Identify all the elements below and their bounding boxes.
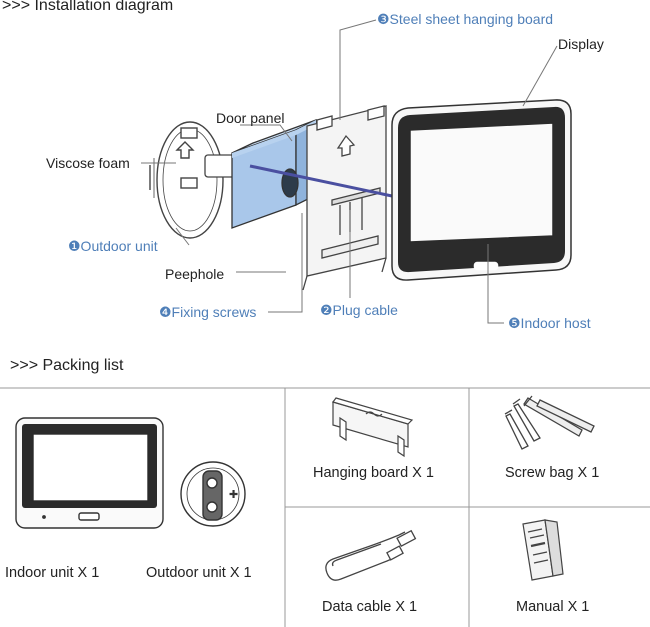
packing-manual-drawing	[522, 519, 564, 581]
item-manual: Manual X 1	[516, 599, 590, 615]
packing-grid	[0, 387, 650, 627]
label-door-panel: Door panel	[216, 110, 285, 126]
item-outdoor-unit: Outdoor unit X 1	[146, 565, 252, 581]
installation-header: >>> Installation diagram	[2, 0, 174, 14]
svg-text:✚: ✚	[229, 488, 238, 501]
label-viscose-foam: Viscose foam	[46, 155, 130, 171]
plug-cable-line	[249, 164, 393, 198]
item-data-cable: Data cable X 1	[322, 599, 418, 615]
packing-screw-bag-drawing	[504, 395, 595, 450]
outdoor-unit-drawing	[149, 121, 224, 239]
door-panel-drawing	[231, 118, 317, 229]
item-indoor-unit: Indoor unit X 1	[5, 565, 100, 581]
packing-header: >>> Packing list	[10, 357, 124, 374]
item-screw-bag: Screw bag X 1	[505, 465, 600, 481]
leader-lines	[141, 19, 558, 324]
item-hanging-board: Hanging board X 1	[313, 465, 434, 481]
label-outdoor-unit: ❶Outdoor unit	[68, 238, 158, 254]
label-display: Display	[558, 36, 604, 52]
hanging-board-drawing	[302, 105, 387, 291]
label-indoor-host: ❺Indoor host	[508, 315, 591, 331]
label-plug-cable: ❷Plug cable	[320, 302, 398, 318]
packing-data-cable-drawing	[325, 529, 417, 581]
label-steel-sheet-hanging-board: ❸Steel sheet hanging board	[377, 11, 554, 27]
packing-indoor-unit-drawing	[15, 417, 164, 529]
label-peephole: Peephole	[165, 266, 225, 282]
label-fixing-screws: ❹Fixing screws	[159, 304, 257, 320]
packing-hanging-board-drawing	[332, 397, 414, 458]
indoor-host-drawing	[391, 99, 572, 281]
packing-outdoor-unit-drawing: ✚	[180, 461, 246, 527]
